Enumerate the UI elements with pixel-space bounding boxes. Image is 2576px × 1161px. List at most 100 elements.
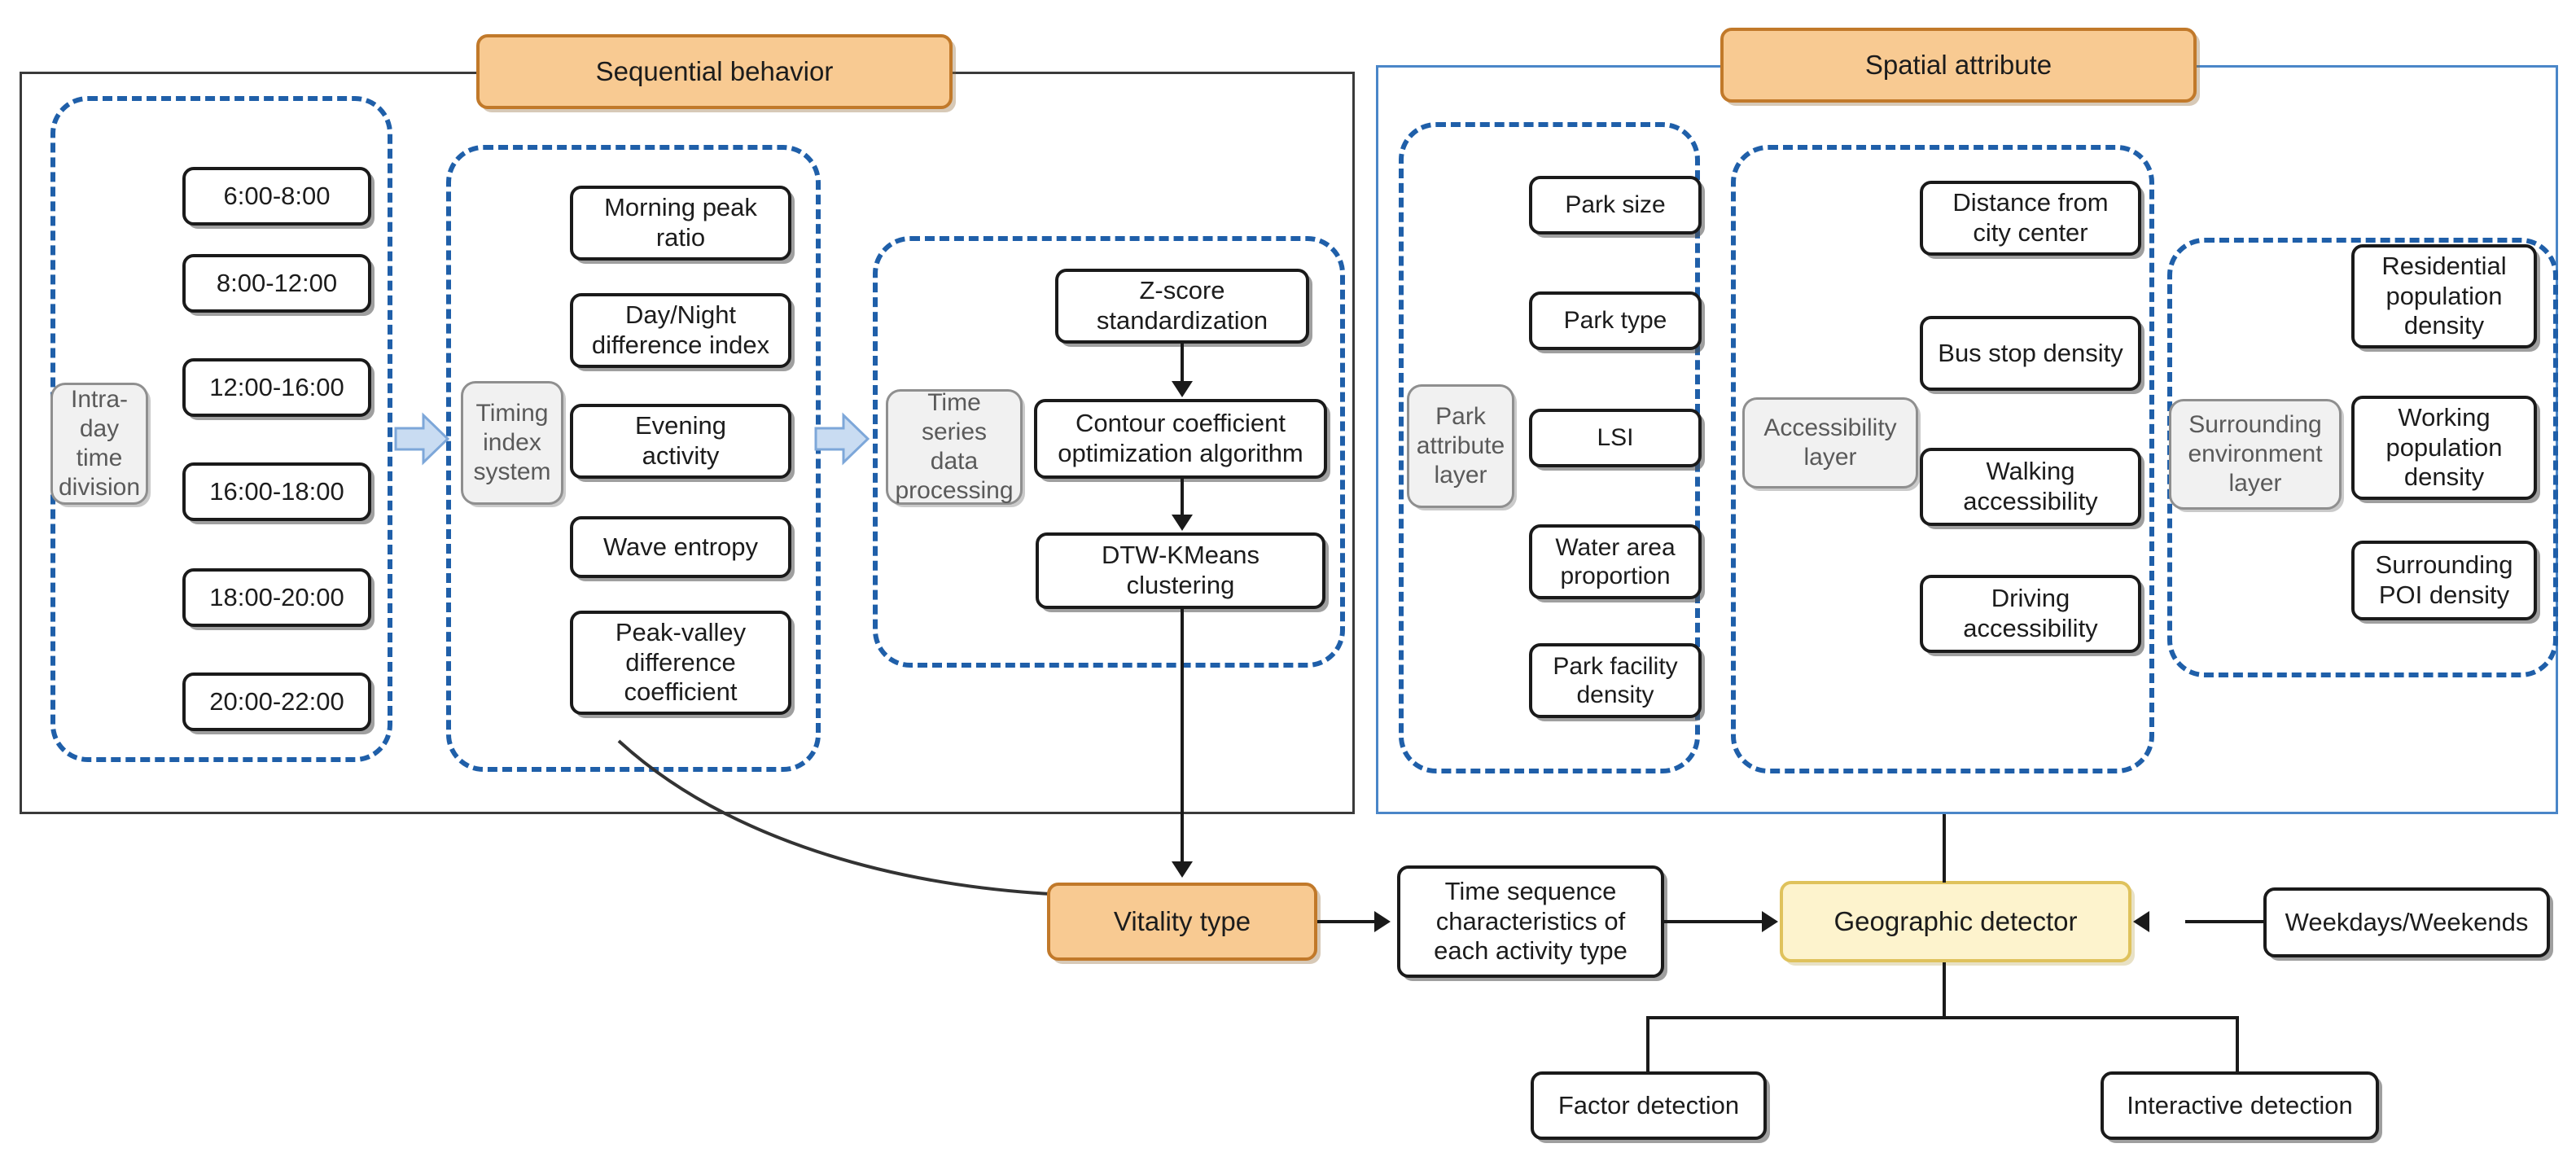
node-distance-from-city-center[interactable]: Distance from city center	[1920, 181, 2141, 256]
node-weekdays-weekends[interactable]: Weekdays/Weekends	[2263, 887, 2550, 957]
node-interactive-detection-label: Interactive detection	[2127, 1090, 2353, 1119]
node-lsi[interactable]: LSI	[1529, 409, 1702, 467]
node-time-slot-1[interactable]: 6:00-8:00	[182, 167, 371, 226]
arrow-right-icon-timeseq-to-detector	[1762, 911, 1778, 932]
connector-vitality-to-timeseq	[1317, 920, 1378, 923]
node-working-population-density-label: Working population density	[2385, 403, 2503, 492]
connector-contour-to-dtw	[1181, 479, 1184, 516]
node-time-sequence-characteristics-label: Time sequence characteristics of each ac…	[1434, 877, 1628, 966]
connector-spatial-panel-to-detector	[1943, 814, 1946, 883]
node-driving-accessibility-label: Driving accessibility	[1963, 584, 2098, 642]
node-park-size[interactable]: Park size	[1529, 176, 1702, 234]
node-geographic-detector-label: Geographic detector	[1833, 906, 2078, 936]
node-bus-stop-density-label: Bus stop density	[1938, 338, 2123, 367]
node-residential-population-density[interactable]: Residential population density	[2351, 244, 2537, 348]
node-contour-coefficient-optimization-algorithm[interactable]: Contour coefficient optimization algorit…	[1034, 399, 1327, 479]
node-surrounding-poi-density-label: Surrounding POI density	[2375, 550, 2513, 609]
node-morning-peak-ratio-label: Morning peak ratio	[604, 193, 757, 252]
node-vitality-type[interactable]: Vitality type	[1047, 883, 1317, 961]
layer-pill-timing-index-system: Timing index system	[461, 381, 563, 505]
block-arrow-right-icon-1	[394, 412, 450, 466]
node-wave-entropy[interactable]: Wave entropy	[570, 516, 791, 578]
node-evening-activity[interactable]: Evening activity	[570, 404, 791, 479]
connector-weekdays-to-detector	[2185, 920, 2267, 923]
layer-pill-time-series-data-processing: Time series data processing	[886, 389, 1023, 505]
arrow-left-icon-weekdays-to-detector	[2133, 911, 2149, 932]
layer-pill-intra-day-time-division-label: Intra-day time division	[58, 386, 141, 501]
node-wave-entropy-label: Wave entropy	[602, 532, 759, 561]
node-water-area-proportion[interactable]: Water area proportion	[1529, 524, 1702, 599]
banner-spatial-attribute: Spatial attribute	[1720, 28, 2197, 103]
node-time-slot-1-label: 6:00-8:00	[223, 181, 331, 210]
node-distance-from-city-center-label: Distance from city center	[1952, 188, 2109, 247]
node-walking-accessibility[interactable]: Walking accessibility	[1920, 448, 2141, 526]
layer-pill-surrounding-environment-layer-label: Surrounding environment layer	[2188, 411, 2323, 497]
node-evening-activity-label: Evening activity	[634, 411, 727, 470]
node-park-type[interactable]: Park type	[1529, 291, 1702, 350]
layer-pill-time-series-data-processing-label: Time series data processing	[895, 389, 1014, 504]
node-peak-valley-difference-coefficient-label: Peak-valley difference coefficient	[615, 618, 747, 707]
node-vitality-type-label: Vitality type	[1113, 906, 1251, 936]
node-day-night-difference-index[interactable]: Day/Night difference index	[570, 293, 791, 368]
node-bus-stop-density[interactable]: Bus stop density	[1920, 316, 2141, 391]
node-time-slot-3-label: 12:00-16:00	[209, 372, 344, 401]
layer-pill-park-attribute-layer-label: Park attribute layer	[1416, 403, 1505, 488]
node-working-population-density[interactable]: Working population density	[2351, 396, 2537, 500]
connector-tree-right-branch	[2236, 1016, 2239, 1075]
node-interactive-detection[interactable]: Interactive detection	[2101, 1071, 2379, 1140]
node-surrounding-poi-density[interactable]: Surrounding POI density	[2351, 541, 2537, 620]
layer-pill-accessibility-layer: Accessibility layer	[1742, 397, 1918, 488]
node-time-slot-3[interactable]: 12:00-16:00	[182, 358, 371, 417]
connector-tree-left-branch	[1646, 1016, 1649, 1075]
node-z-score-standardization-label: Z-score standardization	[1096, 276, 1268, 335]
node-time-slot-4-label: 16:00-18:00	[209, 476, 344, 506]
node-weekdays-weekends-label: Weekdays/Weekends	[2285, 907, 2529, 936]
connector-zscore-to-contour	[1181, 344, 1184, 383]
node-residential-population-density-label: Residential population density	[2381, 252, 2507, 340]
layer-pill-park-attribute-layer: Park attribute layer	[1407, 384, 1514, 508]
node-time-sequence-characteristics[interactable]: Time sequence characteristics of each ac…	[1397, 865, 1664, 978]
connector-dtw-to-vitality	[1181, 609, 1184, 863]
block-arrow-right-icon-2	[814, 412, 870, 466]
arrow-right-icon-vitality-to-timeseq	[1374, 911, 1391, 932]
node-time-slot-6[interactable]: 20:00-22:00	[182, 673, 371, 731]
node-time-slot-6-label: 20:00-22:00	[209, 686, 344, 716]
node-contour-coefficient-optimization-algorithm-label: Contour coefficient optimization algorit…	[1058, 409, 1303, 467]
dashed-group-accessibility	[1731, 145, 2154, 773]
node-dtw-kmeans-clustering-label: DTW-KMeans clustering	[1101, 541, 1260, 599]
node-walking-accessibility-label: Walking accessibility	[1963, 457, 2098, 515]
connector-timeseq-to-detector	[1664, 920, 1765, 923]
node-z-score-standardization[interactable]: Z-score standardization	[1055, 269, 1309, 344]
arrow-down-icon-dtw-to-vitality	[1172, 861, 1193, 878]
banner-sequential-behavior-label: Sequential behavior	[595, 56, 834, 86]
node-geographic-detector[interactable]: Geographic detector	[1780, 881, 2131, 962]
node-time-slot-4[interactable]: 16:00-18:00	[182, 462, 371, 521]
layer-pill-accessibility-layer-label: Accessibility layer	[1763, 414, 1897, 471]
node-factor-detection-label: Factor detection	[1557, 1090, 1740, 1119]
node-park-type-label: Park type	[1563, 307, 1667, 335]
node-factor-detection[interactable]: Factor detection	[1531, 1071, 1767, 1140]
node-dtw-kmeans-clustering[interactable]: DTW-KMeans clustering	[1036, 532, 1325, 609]
connector-timing-index-to-vitality	[617, 739, 1051, 896]
node-time-slot-2-label: 8:00-12:00	[216, 268, 338, 297]
layer-pill-timing-index-system-label: Timing index system	[473, 400, 551, 485]
node-driving-accessibility[interactable]: Driving accessibility	[1920, 575, 2141, 653]
node-time-slot-2[interactable]: 8:00-12:00	[182, 254, 371, 313]
layer-pill-surrounding-environment-layer: Surrounding environment layer	[2169, 399, 2342, 510]
node-time-slot-5[interactable]: 18:00-20:00	[182, 568, 371, 627]
node-park-facility-density[interactable]: Park facility density	[1529, 643, 1702, 718]
layer-pill-intra-day-time-division: Intra-day time division	[50, 383, 148, 505]
node-morning-peak-ratio[interactable]: Morning peak ratio	[570, 186, 791, 261]
node-park-size-label: Park size	[1565, 191, 1666, 219]
arrow-down-icon-zscore-to-contour	[1172, 381, 1193, 397]
banner-sequential-behavior: Sequential behavior	[476, 34, 953, 109]
node-day-night-difference-index-label: Day/Night difference index	[591, 300, 770, 359]
node-water-area-proportion-label: Water area proportion	[1555, 533, 1676, 589]
node-park-facility-density-label: Park facility density	[1553, 652, 1678, 708]
node-lsi-label: LSI	[1597, 424, 1634, 452]
connector-detector-to-tree	[1943, 962, 1946, 1018]
arrow-down-icon-contour-to-dtw	[1172, 515, 1193, 531]
connector-tree-horizontal	[1646, 1016, 2239, 1019]
node-peak-valley-difference-coefficient[interactable]: Peak-valley difference coefficient	[570, 611, 791, 715]
